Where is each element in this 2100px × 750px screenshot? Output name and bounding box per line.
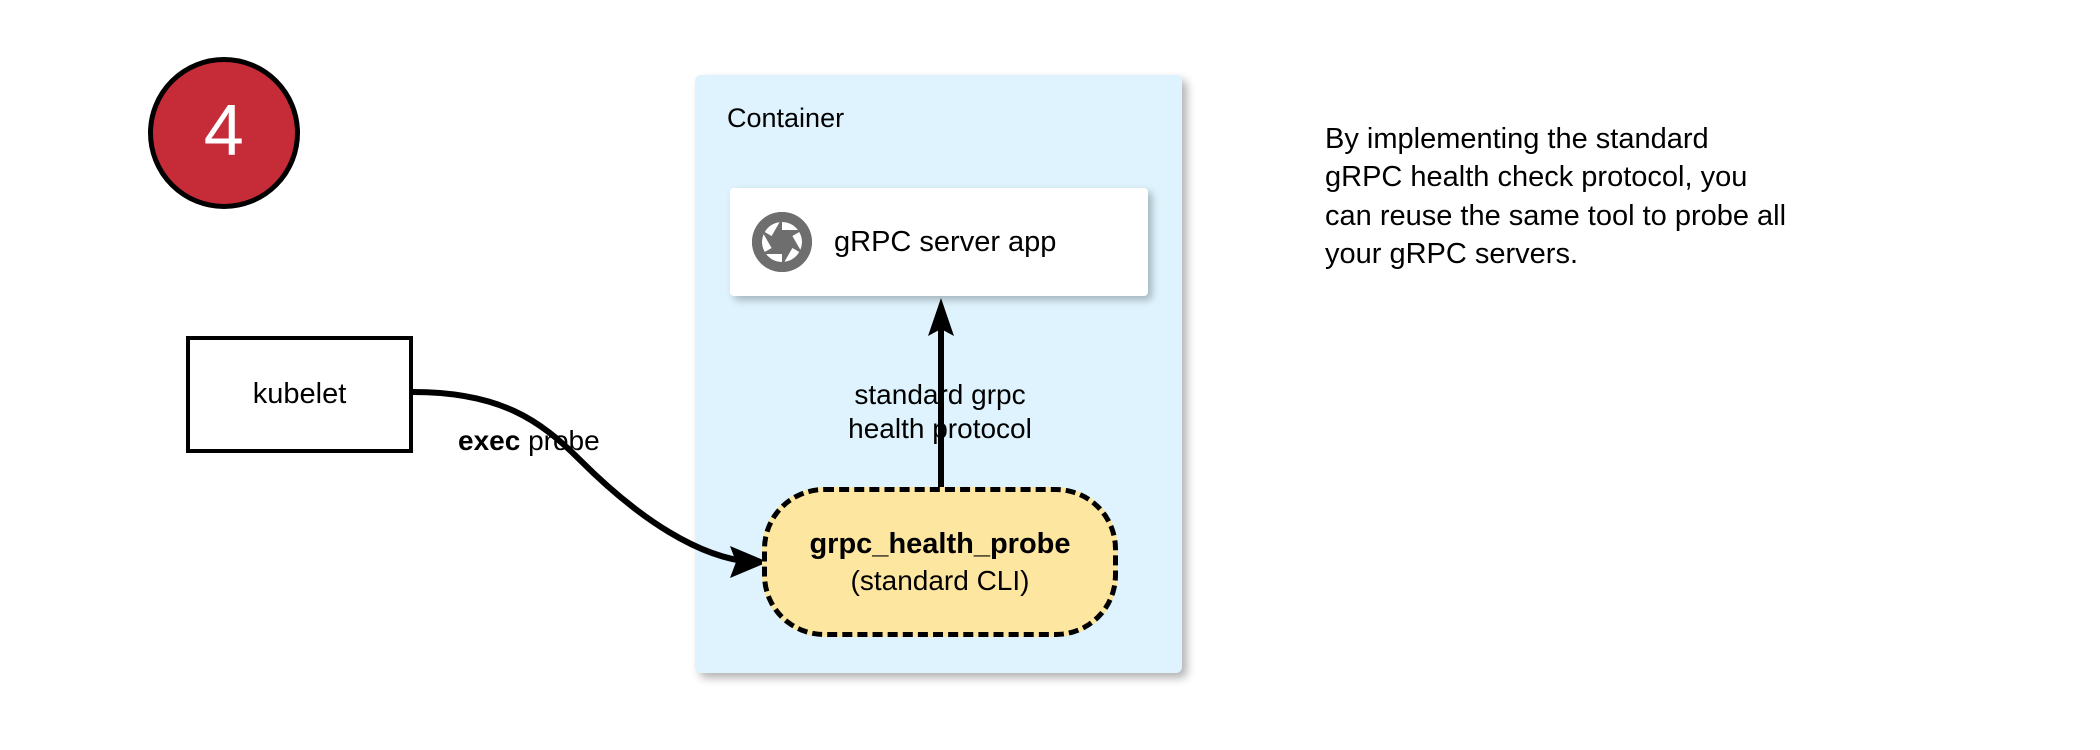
grpc-server-app-label: gRPC server app: [834, 225, 1057, 258]
kubelet-label: kubelet: [252, 378, 347, 411]
caption-line-2: gRPC health check protocol, you: [1325, 161, 1748, 194]
kubelet-node: kubelet: [186, 336, 413, 453]
grpc-aperture-icon: [752, 212, 813, 272]
step-number-label: 4: [203, 91, 245, 171]
caption-text: By implementing the standard gRPC health…: [1325, 120, 1905, 273]
caption-line-3: can reuse the same tool to probe all: [1325, 199, 1787, 232]
grpc-health-probe-node: grpc_health_probe (standard CLI): [762, 487, 1118, 637]
caption-line-4: your gRPC servers.: [1325, 237, 1579, 270]
grpc-server-app-card: gRPC server app: [730, 188, 1148, 296]
step-number-badge: 4: [148, 57, 300, 209]
exec-probe-edge-label-strong: exec: [458, 425, 521, 456]
grpc-health-probe-subtitle: (standard CLI): [850, 564, 1030, 596]
container-title-label: Container: [727, 103, 845, 133]
health-protocol-edge-label: standard grpc health protocol: [828, 378, 1052, 445]
caption-line-1: By implementing the standard: [1325, 123, 1709, 155]
health-protocol-edge-label-line2: health protocol: [848, 412, 1032, 444]
grpc-health-probe-title: grpc_health_probe: [809, 528, 1071, 561]
exec-probe-edge-label-rest: probe: [520, 425, 600, 456]
health-protocol-edge-label-line1: standard grpc: [854, 379, 1026, 410]
exec-probe-edge-label: exec probe: [458, 424, 600, 458]
